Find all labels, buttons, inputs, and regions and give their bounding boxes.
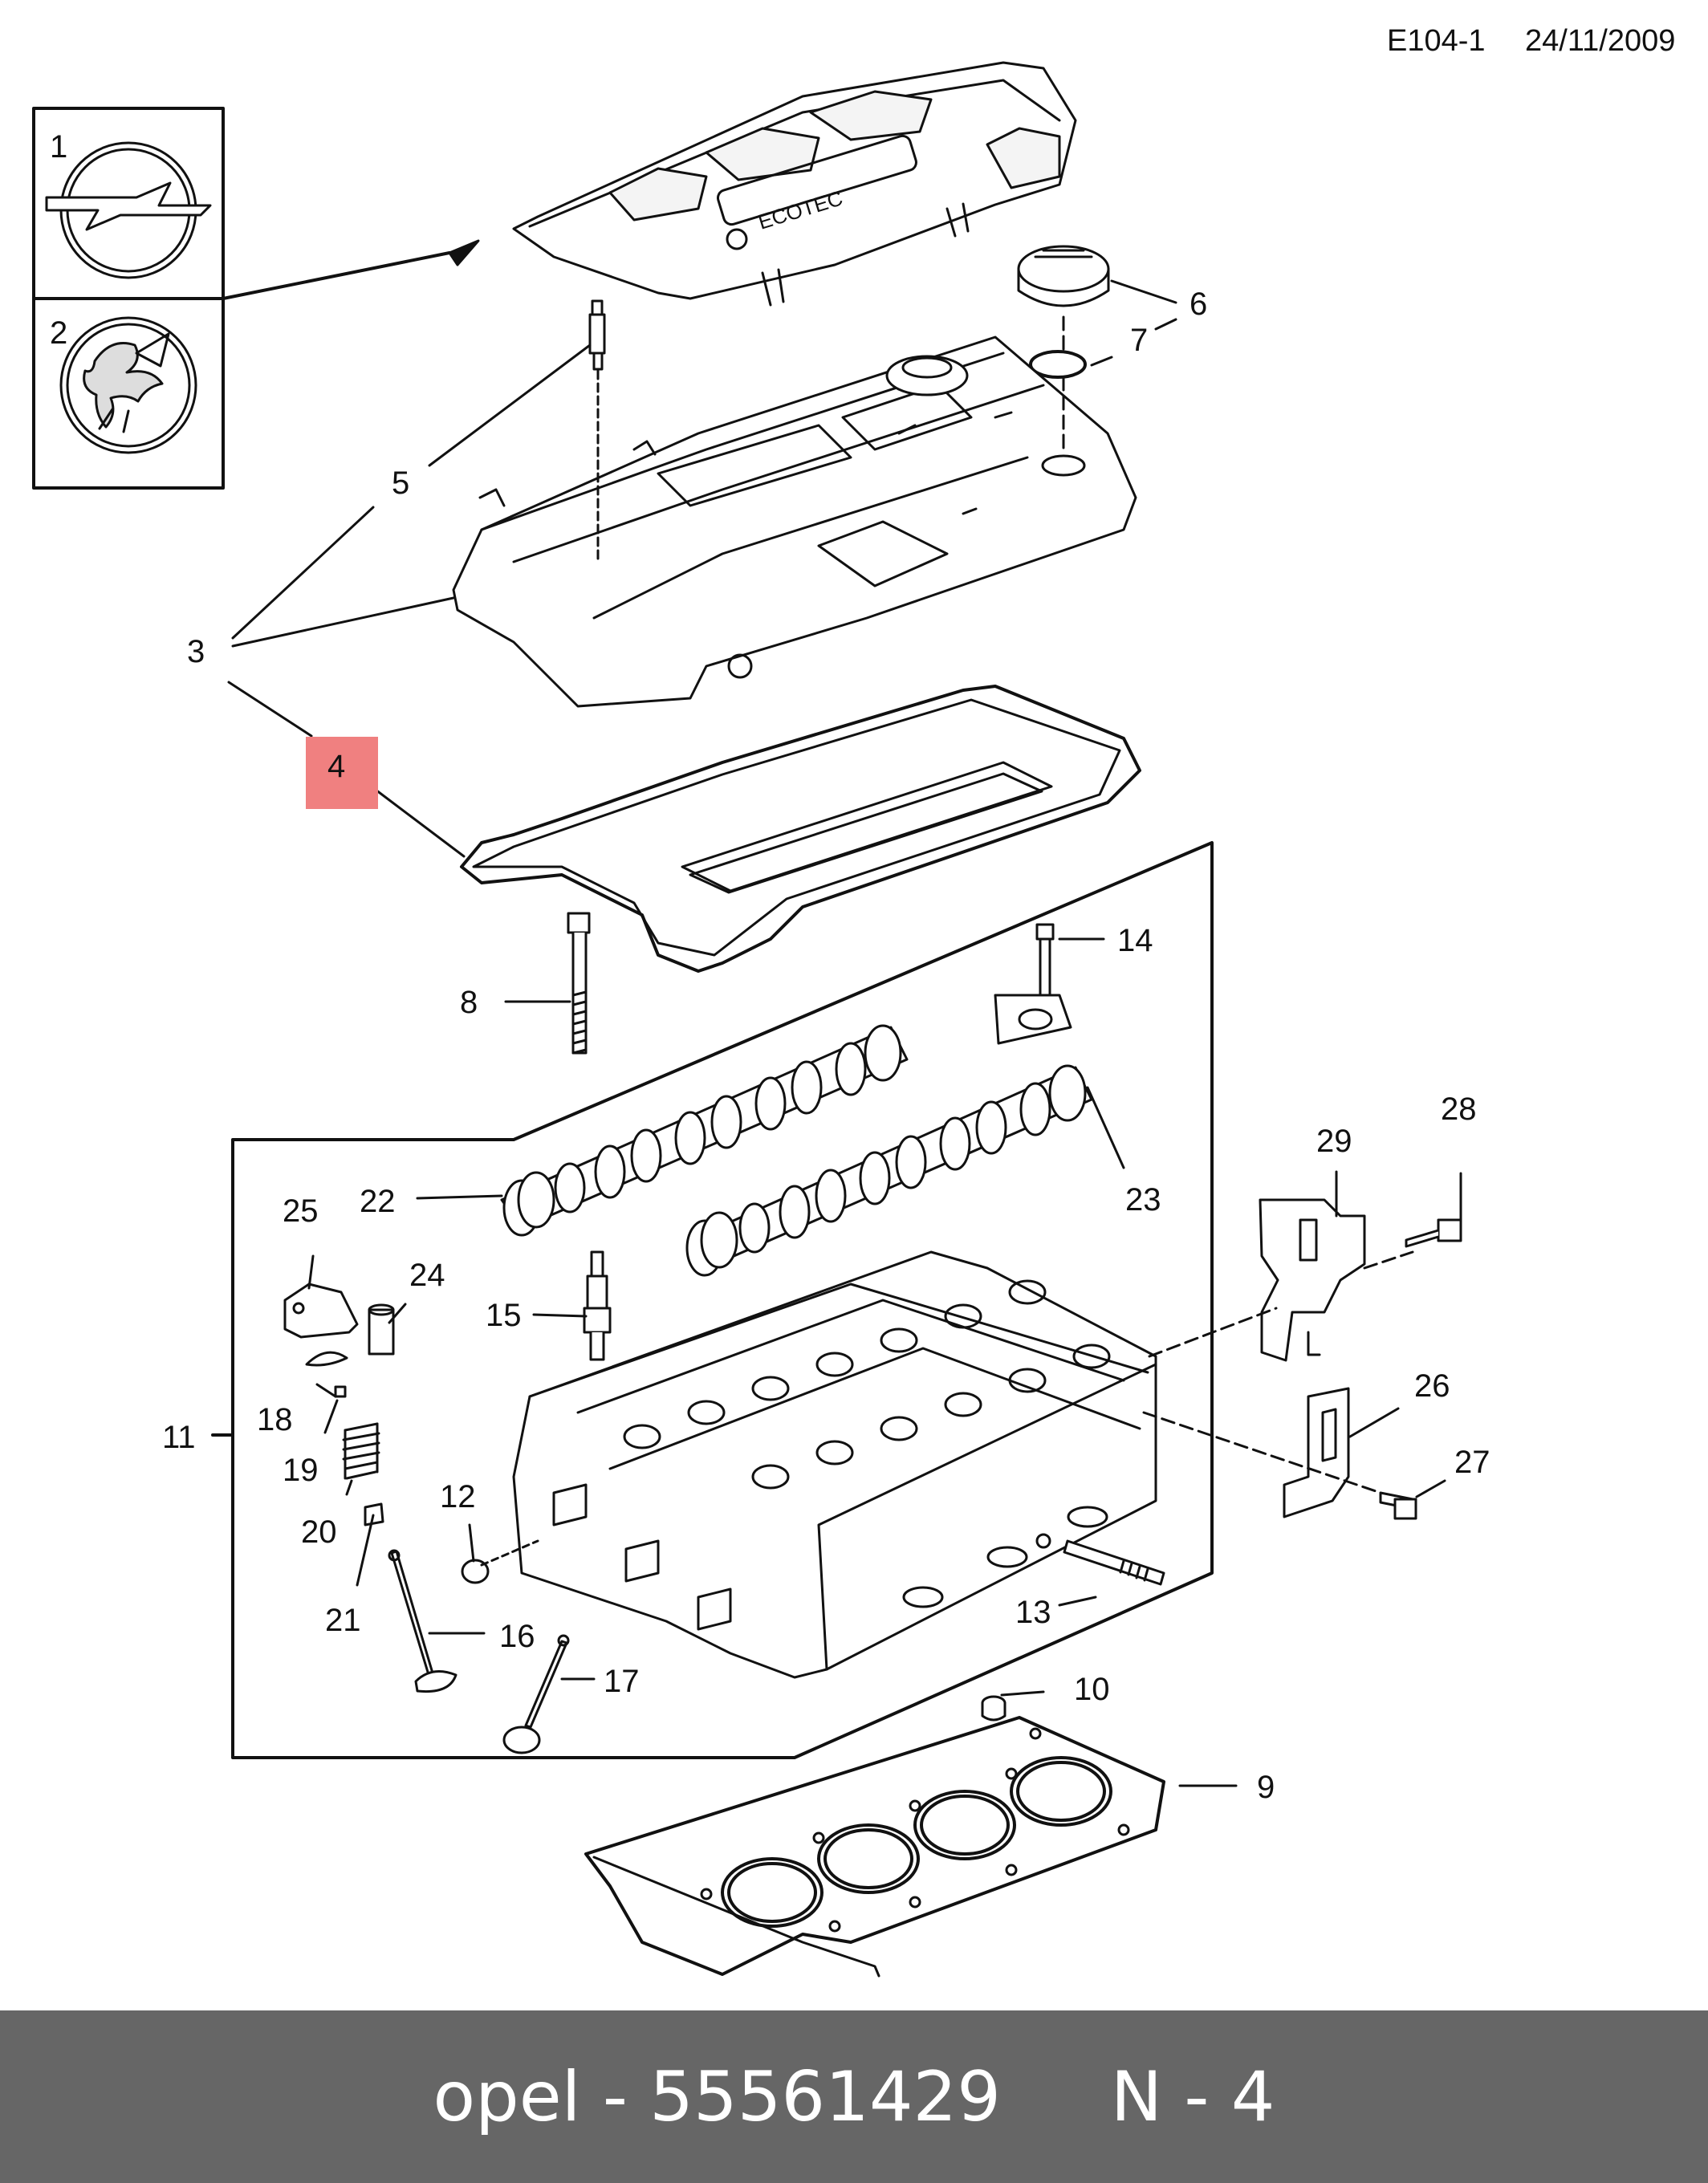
footer-separator: - [580, 2056, 650, 2137]
dowel-sleeve [981, 1695, 1007, 1722]
callout-16: 16 [499, 1619, 535, 1654]
cylinder-head-group-outline [231, 841, 1214, 1759]
bracket-bolt [1405, 1218, 1462, 1248]
diagram-code: E104-1 [1387, 24, 1486, 58]
callout-4-highlight [306, 737, 378, 809]
callout-24: 24 [409, 1258, 445, 1293]
intake-valve [388, 1549, 458, 1693]
engine-cover: ECOTEC [512, 61, 1077, 307]
callout-7: 7 [1130, 323, 1148, 358]
callout-21: 21 [325, 1603, 361, 1638]
callout-20: 20 [301, 1514, 337, 1550]
callout-23: 23 [1125, 1182, 1161, 1218]
valve-spring [342, 1422, 380, 1480]
opel-logo-icon [45, 141, 212, 279]
camshaft-cover [452, 335, 1137, 708]
mounting-bracket [1259, 1198, 1366, 1362]
callout-26: 26 [1414, 1368, 1450, 1404]
callout-8: 8 [460, 985, 478, 1020]
logo-legend [32, 107, 225, 490]
cylinder-head [512, 1250, 1157, 1679]
footer-bar: opel - 55561429 N - 4 [0, 2010, 1708, 2183]
footer-part-number: 55561429 [649, 2056, 1001, 2137]
diagram-date: 24/11/2009 [1525, 24, 1676, 58]
callout-5: 5 [392, 465, 409, 501]
callout-14: 14 [1117, 923, 1153, 958]
sealing-plug [461, 1539, 539, 1584]
callout-28: 28 [1441, 1092, 1477, 1127]
footer-gap [1001, 2057, 1111, 2137]
sensor-bracket [1283, 1387, 1350, 1518]
footer-position: N - 4 [1110, 2056, 1275, 2137]
exhaust-valve [502, 1634, 570, 1754]
parts-diagram: ECOTEC [32, 61, 1490, 1978]
callout-25: 25 [283, 1193, 319, 1229]
exhaust-camshaft [685, 1064, 1093, 1277]
callout-1: 1 [50, 129, 67, 165]
callout-11: 11 [162, 1420, 196, 1455]
callout-17: 17 [604, 1664, 640, 1699]
callout-6: 6 [1190, 287, 1207, 322]
cover-bolt [588, 299, 606, 563]
vauxhall-griffin-icon [59, 316, 197, 454]
intake-camshaft [500, 1024, 909, 1237]
hydraulic-lifter [368, 1303, 395, 1356]
rocker-arm [283, 1283, 359, 1339]
callout-10: 10 [1074, 1672, 1110, 1707]
callout-2: 2 [50, 315, 67, 351]
spark-plug [583, 1250, 612, 1361]
callout-12: 12 [440, 1479, 476, 1514]
sensor-bolt [1379, 1491, 1417, 1520]
cover-gasket [460, 685, 1141, 973]
callout-29: 29 [1316, 1124, 1352, 1159]
callout-19: 19 [283, 1453, 319, 1488]
bearing-cap [994, 923, 1072, 1045]
callout-27: 27 [1454, 1445, 1490, 1480]
footer-brand: opel [433, 2056, 581, 2137]
callout-15: 15 [486, 1298, 522, 1333]
callout-3: 3 [187, 634, 205, 669]
stud-bolt [1063, 1539, 1165, 1586]
oil-filler-cap [1017, 245, 1110, 379]
callout-22: 22 [360, 1184, 396, 1219]
callout-9: 9 [1257, 1770, 1275, 1805]
head-gasket [584, 1716, 1165, 1978]
head-bolt [567, 912, 591, 1055]
callout-13: 13 [1015, 1595, 1051, 1630]
valve-keeper [305, 1351, 348, 1367]
callout-4: 4 [327, 749, 345, 784]
valve-cotter [334, 1385, 347, 1398]
callout-18: 18 [257, 1402, 293, 1437]
